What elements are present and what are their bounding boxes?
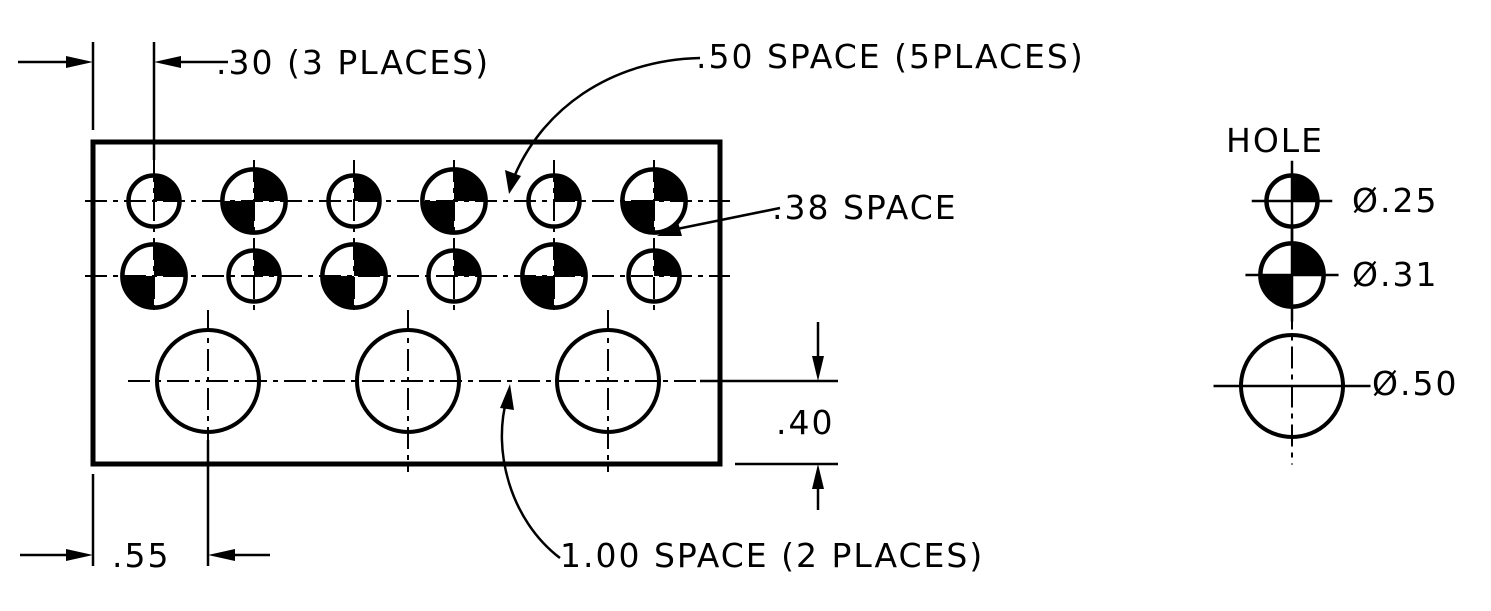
small-hole-row2 [320,242,388,310]
hole-legend: HOLE Ø.25 Ø.31 Ø.50 [1213,121,1458,465]
legend-label-025: Ø.25 [1352,181,1438,220]
legend-title: HOLE [1226,121,1324,160]
dimension-large-row-offset: .40 [700,322,838,510]
legend-label-031: Ø.31 [1352,255,1438,294]
left-offset-label: .55 [112,536,170,575]
row-spacing-label: .38 SPACE [772,188,958,227]
small-hole-spacing-label: .50 SPACE (5PLACES) [696,37,1085,76]
legend-label-050: Ø.50 [1372,364,1458,403]
large-hole-spacing-label: 1.00 SPACE (2 PLACES) [560,536,984,575]
end-spacing-label: .30 (3 PLACES) [216,43,490,82]
leader-row-spacing: .38 SPACE [657,188,958,236]
legend-symbol [1251,160,1333,242]
dimension-left-offset: .55 [20,440,270,575]
small-holes-group [120,160,688,315]
plate-outline [90,139,723,467]
large-holes-group [155,310,661,472]
large-row-offset-label: .40 [776,403,834,442]
leader-small-hole-spacing: .50 SPACE (5PLACES) [505,37,1085,194]
legend-symbol [1213,307,1371,465]
legend-symbol [1245,228,1339,322]
leader-large-hole-spacing: 1.00 SPACE (2 PLACES) [500,384,984,575]
dimension-end-spacing: .30 (3 PLACES) [18,42,490,160]
legend-symbols [1213,160,1371,465]
